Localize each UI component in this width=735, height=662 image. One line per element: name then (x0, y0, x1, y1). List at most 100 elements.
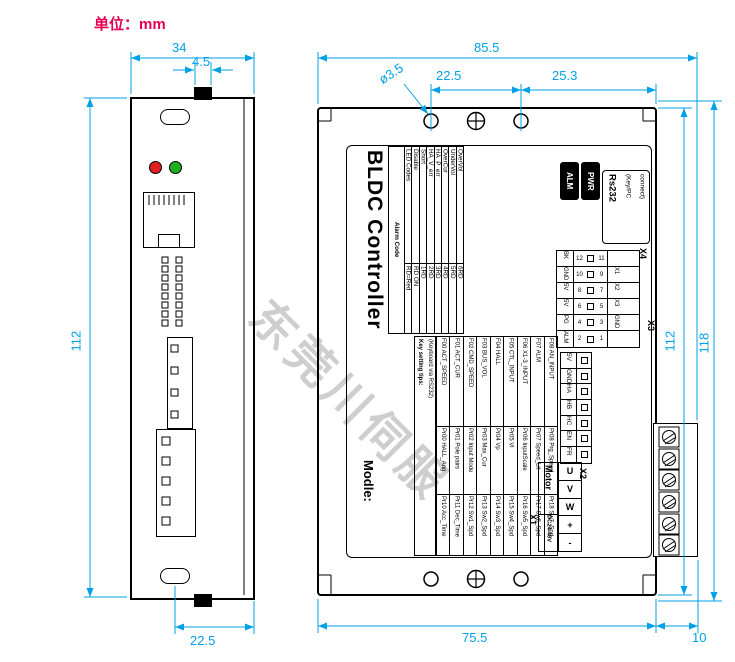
alarm-row: HA_P_err 3RD (433, 147, 441, 333)
setting-param-a: Pr06 InputScale (520, 428, 527, 471)
dim-side-height: 112 (68, 330, 84, 352)
x2-pin-square (577, 447, 591, 463)
dim-side-bottom: 22.5 (190, 633, 216, 648)
x3-right-pin-number: 1 (599, 336, 604, 342)
x3-pin-square (585, 267, 596, 282)
monitor-param: F01 ACT_CUR (453, 338, 460, 379)
monitor-param: F00 ACT_SPEED (440, 338, 447, 386)
x3-right-pin-number: 9 (599, 271, 604, 278)
x3-pin-square (585, 331, 596, 347)
rs232-note-1: (Key/PC (624, 174, 632, 199)
dim-front-total-height: 118 (696, 332, 712, 354)
param-row: F02 CMD_SPEED Pr02 Input Mode Pr12 Sw1_S… (462, 337, 477, 555)
key-setting-title: Key setting tips: (417, 339, 423, 386)
pwr-indicator-label: PWR (586, 171, 595, 191)
alarm-row: Short 1RD (418, 147, 427, 333)
x3-left-signal: 5V (562, 299, 568, 307)
dim-front-total-width: 85.5 (474, 40, 500, 55)
x2-signal: EN (565, 431, 572, 441)
monitor-param: F06 X1-3_INPUT (520, 338, 527, 385)
alarm-row: Disable RD ON (411, 147, 419, 333)
x3-pin-square (585, 251, 596, 266)
x2-pinout: 5V GND HA HB HC (560, 352, 592, 464)
x3-row: ALM 2 1 (557, 331, 639, 347)
x3-left-signal: PG (562, 315, 568, 324)
x3-pin-square (585, 315, 596, 330)
x2-pin-square (577, 416, 591, 431)
x2-signal: GND (565, 368, 572, 384)
setting-param-b: Pr15 Sw4_Spd (507, 496, 514, 537)
x3-row: GND 10 9 X1 (557, 267, 639, 283)
key-setting-subtitle: (Keyboard via RS232) (427, 339, 433, 399)
x3-pinout: BK 12 11 GND 10 9 X1 5V 8 (556, 250, 640, 348)
monitor-param: F05 CTL_INPUT (507, 338, 514, 383)
dim-hole-pitch-left: 22.5 (436, 68, 462, 83)
x2-signal: FR (565, 447, 572, 456)
setting-param-b: Pr12 Sw1_Spd (467, 496, 474, 537)
x3-left-pin-number: 6 (577, 303, 582, 310)
x3-right-signal: X3 (613, 299, 619, 307)
x2-row: HC (561, 415, 591, 432)
alarm-row: OverCur 4RD (440, 147, 449, 333)
setting-param-a: Pr01 Pole pairs (453, 428, 460, 470)
x3-left-pin-number: 12 (576, 255, 583, 262)
monitor-param: F07 ALM (534, 338, 541, 363)
mounting-slot-top (160, 109, 190, 125)
x1-pinout: Motor DC24-48V U V W + - (538, 462, 582, 552)
alm-indicator-label: ALM (565, 172, 574, 190)
alarm-row: HA_V_err 2RD (426, 147, 434, 333)
x3-row: 5V 6 5 X3 (557, 299, 639, 315)
param-row: F03 BUS_VOL Pr03 Max_Cur Pr13 Sw2_Spd (476, 337, 490, 555)
monitor-param: F08 AN_INPUT (547, 338, 554, 380)
x2-pin-square (577, 400, 591, 415)
alarm-code: 6RD (456, 266, 463, 279)
dim-hole-diameter: ø3.5 (376, 60, 407, 87)
setting-param-a: Pr02 Input Mode (467, 428, 474, 473)
x3-right-signal: X1 (613, 267, 619, 275)
x2-pin-square (577, 353, 591, 368)
power-terminal-block (653, 423, 698, 557)
x3-left-signal: ALM (562, 331, 568, 344)
alarm-title: Alarm Code (393, 222, 400, 258)
x2-row: 5V (561, 353, 591, 369)
alarm-label: OverVol (456, 149, 463, 172)
setting-param-a: Pr00 HALL_Ang (440, 428, 447, 472)
x3-right-signal: GND (613, 315, 619, 329)
x2-pin-square (577, 384, 591, 399)
x3-left-signal: BK (562, 251, 568, 260)
red-led-indicator (149, 161, 162, 174)
x2-pin-square (577, 369, 591, 384)
product-title: BLDC Controller (363, 150, 386, 330)
x2-signal: HB (565, 400, 572, 410)
param-row: F04 HALL Pr04 Vp Pr14 Sw3_Spd (489, 337, 504, 555)
motor-pin-u: U (559, 463, 581, 481)
rs232-label: Rs232 (606, 174, 618, 202)
x3-left-signal: 5V (562, 283, 568, 291)
x3-right-pin-number: 11 (598, 255, 605, 262)
x2-signal: HA (565, 384, 572, 394)
mounting-tab-bottom (194, 594, 212, 607)
x3-row: PG 4 3 GND (557, 315, 639, 331)
x3-row: BK 12 11 (557, 251, 639, 267)
param-row: F00 ACT_SPEED Pr00 HALL_Ang Pr10 Acc_Tim… (436, 337, 450, 555)
setting-param-a: Pr03 Max_Cur (480, 428, 487, 467)
monitor-param: F02 CMD_SPEED (467, 338, 474, 388)
x3-left-pin-number: 2 (577, 336, 582, 342)
setting-param-b: Pr14 Sw3_Spd (493, 496, 500, 537)
param-row: F01 ACT_CUR Pr01 Pole pairs Pr11 Dec_Tim… (449, 337, 463, 555)
alarm-code-table: Alarm Code LED Codes RD=Red Disable RD O… (388, 146, 464, 334)
x2-row: EN (561, 431, 591, 448)
x3-right-pin-number: 7 (599, 287, 604, 294)
x3-right-pin-number: 3 (599, 319, 604, 326)
setting-param-b: Pr10 Acc_Time (440, 496, 447, 537)
setting-param-b: Pr11 Dec_Time (453, 496, 460, 538)
x2-row: HA (561, 384, 591, 401)
unit-label: 单位：mm (94, 16, 166, 33)
x3-right-signal: X2 (613, 283, 619, 291)
x3-pin-square (585, 299, 596, 314)
dim-terminal-width: 10 (692, 630, 707, 645)
x2-row: FR (561, 447, 591, 463)
x3-right-pin-number: 5 (599, 303, 604, 310)
key-setting-header: Key setting tips: (Keyboard via RS232) (415, 337, 436, 555)
